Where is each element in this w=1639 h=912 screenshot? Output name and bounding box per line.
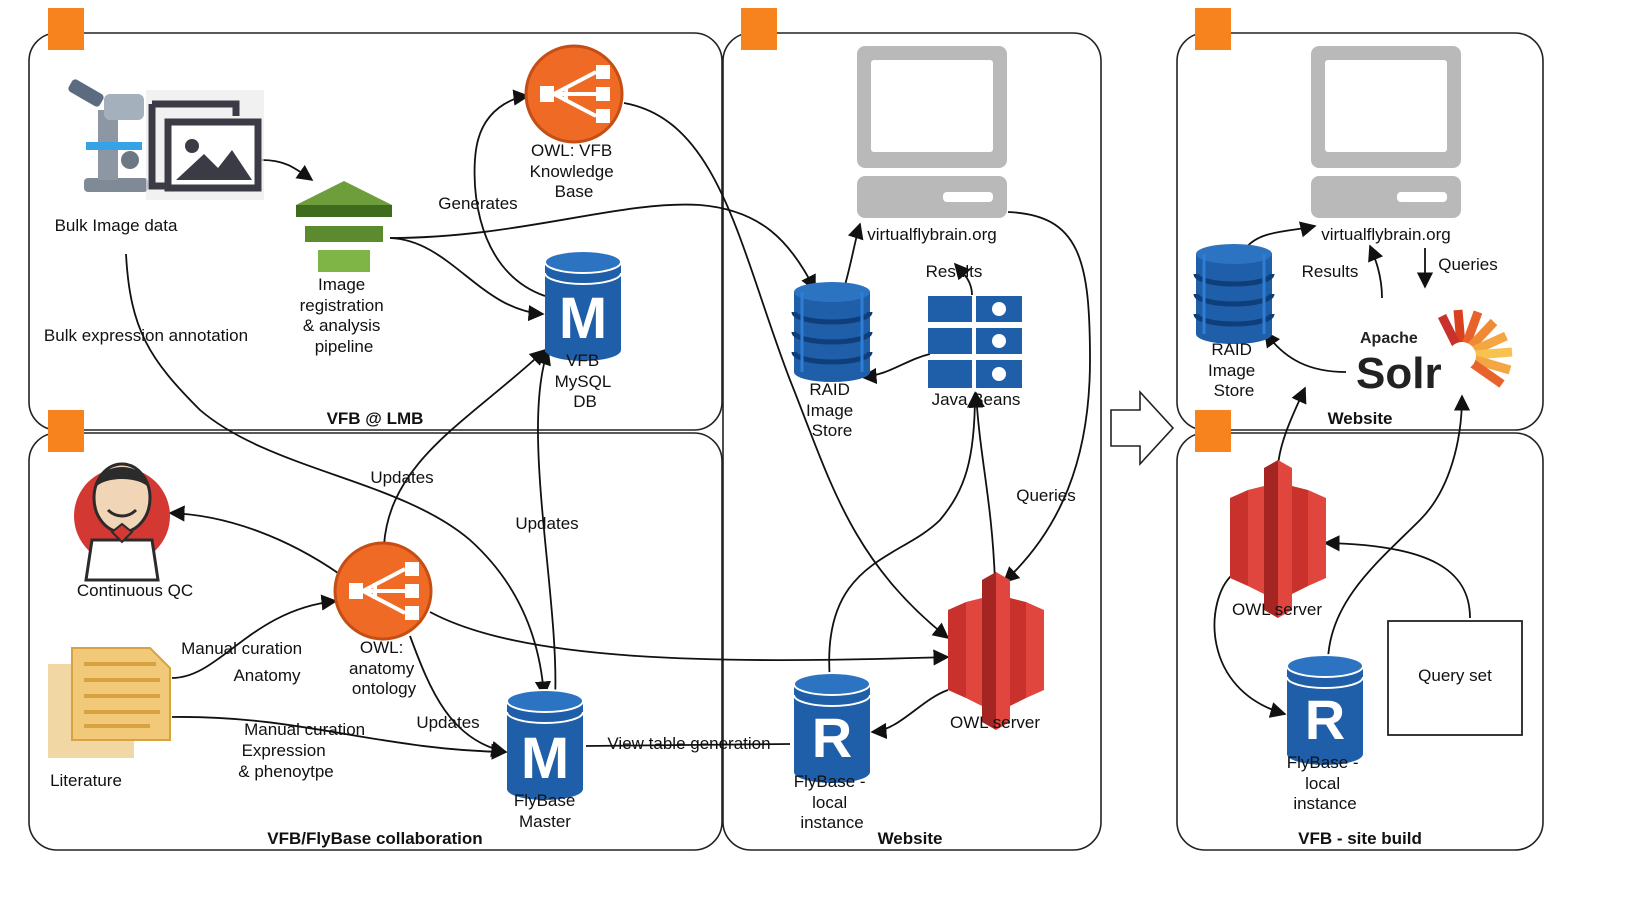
right-owl-server-label: OWL server xyxy=(1232,600,1322,619)
flybase-local-label: FlyBase - local instance xyxy=(794,772,871,832)
image-icon xyxy=(146,90,264,200)
edge-label-bulk-expression: Bulk expression annotation xyxy=(44,326,248,345)
java-beans-icon xyxy=(928,296,1022,388)
mysql-letter: M xyxy=(559,286,607,351)
database-icon xyxy=(1196,244,1272,344)
flybase-master-letter: M xyxy=(521,726,569,791)
edges xyxy=(125,89,1471,760)
query-set-label: Query set xyxy=(1418,666,1492,685)
aws-server-icon xyxy=(948,572,1044,730)
literature-label: Literature xyxy=(50,771,122,790)
java-beans-label: Java Beans xyxy=(932,390,1021,409)
monitor-icon xyxy=(1311,46,1461,218)
orange-tag xyxy=(1195,8,1231,50)
owl-kb-label: OWL: VFB Knowledge Base xyxy=(530,141,619,201)
owl-anatomy-label: OWL: anatomy ontology xyxy=(349,638,419,698)
edge-label-updates-2: Updates xyxy=(515,514,578,533)
solr-icon: Apache Solr xyxy=(1356,309,1513,398)
query-set-box: Query set xyxy=(1387,620,1523,736)
database-icon: R xyxy=(793,672,871,784)
continuous-qc-label: Continuous QC xyxy=(77,581,193,600)
panel-title-website-right: Website xyxy=(1328,409,1393,428)
jenkins-icon xyxy=(74,462,170,582)
panel-website: Website xyxy=(722,8,1102,851)
pipeline-label: Image registration & analysis pipeline xyxy=(300,275,389,356)
edge-label-manual-anatomy: Manual curation Anatomy xyxy=(181,639,307,685)
orange-tag xyxy=(48,8,84,50)
panel-vfb-lmb: VFB @ LMB xyxy=(28,8,723,431)
orange-tag xyxy=(48,410,84,452)
document-icon xyxy=(48,647,171,758)
panel-title-lmb: VFB @ LMB xyxy=(327,409,424,428)
database-icon: M xyxy=(544,250,622,362)
raid-store-label: RAID Image Store xyxy=(806,380,858,440)
database-icon: M xyxy=(506,689,584,801)
edge-label-queries-1: Queries xyxy=(1016,486,1076,505)
edge-label-updates-1: Updates xyxy=(370,468,433,487)
database-icon xyxy=(794,282,870,382)
edge-label-results-1: Results xyxy=(926,262,983,281)
right-flybase-local-label: FlyBase - local instance xyxy=(1287,753,1364,813)
database-icon: R xyxy=(1286,654,1364,766)
panel-title-collab: VFB/FlyBase collaboration xyxy=(267,829,482,848)
panel-website-right: Website xyxy=(1176,8,1544,431)
owl-server-label: OWL server xyxy=(950,713,1040,732)
panel-site-build: VFB - site build xyxy=(1176,410,1544,851)
panel-title-site-build: VFB - site build xyxy=(1298,829,1422,848)
arrow-right-icon xyxy=(1110,389,1175,467)
panel-vfb-flybase-collaboration: VFB/FlyBase collaboration xyxy=(28,410,723,851)
microscope-icon xyxy=(68,79,148,192)
solr-apache-text: Apache xyxy=(1360,330,1418,347)
right-site-url-label: virtualflybrain.org xyxy=(1321,225,1450,244)
pipeline-icon xyxy=(296,181,392,272)
flybase-local-letter: R xyxy=(812,706,852,769)
bulk-image-label: Bulk Image data xyxy=(55,216,178,235)
edge-label-view-table: View table generation xyxy=(607,734,770,753)
mysql-label: VFB MySQL DB xyxy=(555,351,616,411)
right-raid-store-label: RAID Image Store xyxy=(1208,340,1260,400)
edge-label-results-2: Results xyxy=(1302,262,1359,281)
edge-label-queries-2: Queries xyxy=(1438,255,1498,274)
orange-tag xyxy=(741,8,777,50)
aws-server-icon xyxy=(1230,460,1326,618)
edge-label-manual-expression: Manual curation Expression & phenoytpe xyxy=(238,720,370,781)
right-flybase-letter: R xyxy=(1305,688,1345,751)
orange-tag xyxy=(1195,410,1231,452)
solr-name-text: Solr xyxy=(1356,349,1442,398)
monitor-icon xyxy=(857,46,1007,218)
site-url-label: virtualflybrain.org xyxy=(867,225,996,244)
edge-label-generates: Generates xyxy=(438,194,517,213)
flybase-master-label: FlyBase Master xyxy=(514,791,580,831)
panel-title-website: Website xyxy=(878,829,943,848)
edge-label-updates-3: Updates xyxy=(416,713,479,732)
owl-network-icon xyxy=(524,44,624,144)
owl-network-icon xyxy=(333,541,433,641)
